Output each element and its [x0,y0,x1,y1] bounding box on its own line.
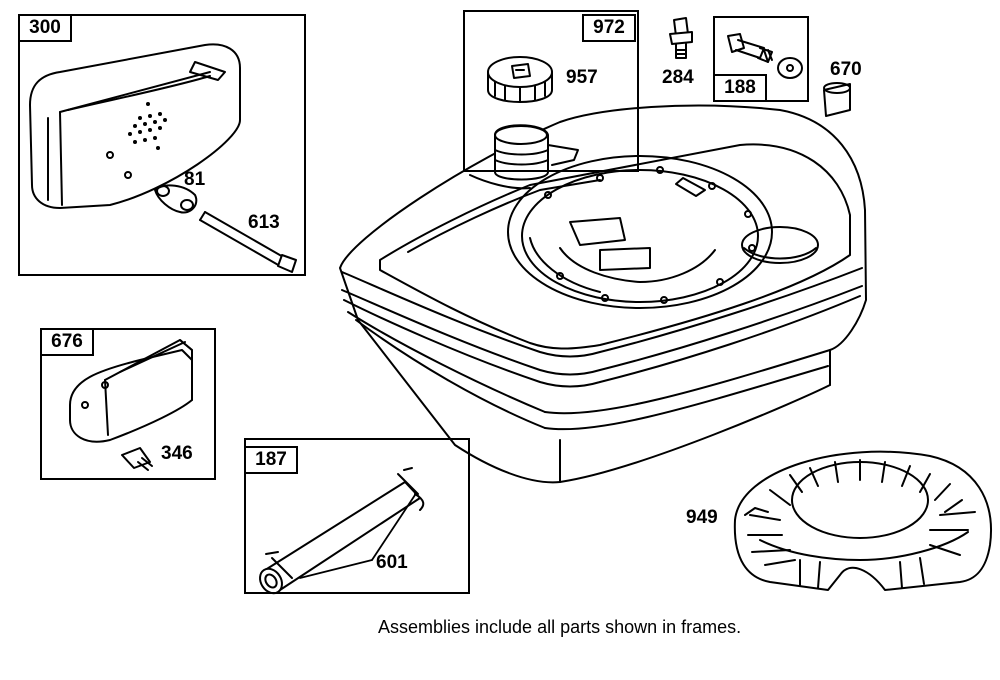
part-number-670: 670 [830,59,862,80]
frame-300 [18,14,306,276]
frame-187-label: 187 [244,446,298,474]
breather-tube-illustration [259,467,425,595]
frame-300-label: 300 [18,14,72,42]
frame-676-label: 676 [40,328,94,356]
screw-613-illustration [199,211,297,273]
frame-972 [463,10,639,172]
part-number-957: 957 [566,67,598,88]
part-number-346: 346 [161,443,193,464]
screw-set-188-illustration [727,33,803,79]
frame-187 [244,438,470,594]
part-number-81: 81 [184,169,206,190]
part-number-601: 601 [376,552,408,573]
assembly-note: Assemblies include all parts shown in fr… [378,617,742,637]
rotating-screen-illustration [733,450,992,591]
muffler-illustration [29,43,241,209]
fuel-tank [339,104,867,484]
part-number-284: 284 [662,67,694,88]
fuel-cap-illustration [487,56,553,103]
frame-676 [40,328,216,480]
frame-188-label: 188 [713,74,767,102]
screw-346-illustration [121,447,153,471]
bolt-284-illustration [669,17,693,59]
part-number-613: 613 [248,212,280,233]
guard-676-illustration [69,339,193,443]
spacer-670-illustration [823,82,851,117]
frame-972-label: 972 [582,14,636,42]
lock-washer-81-illustration [154,184,198,214]
part-number-949: 949 [686,507,718,528]
clamp-601-leader-lines [299,494,416,579]
